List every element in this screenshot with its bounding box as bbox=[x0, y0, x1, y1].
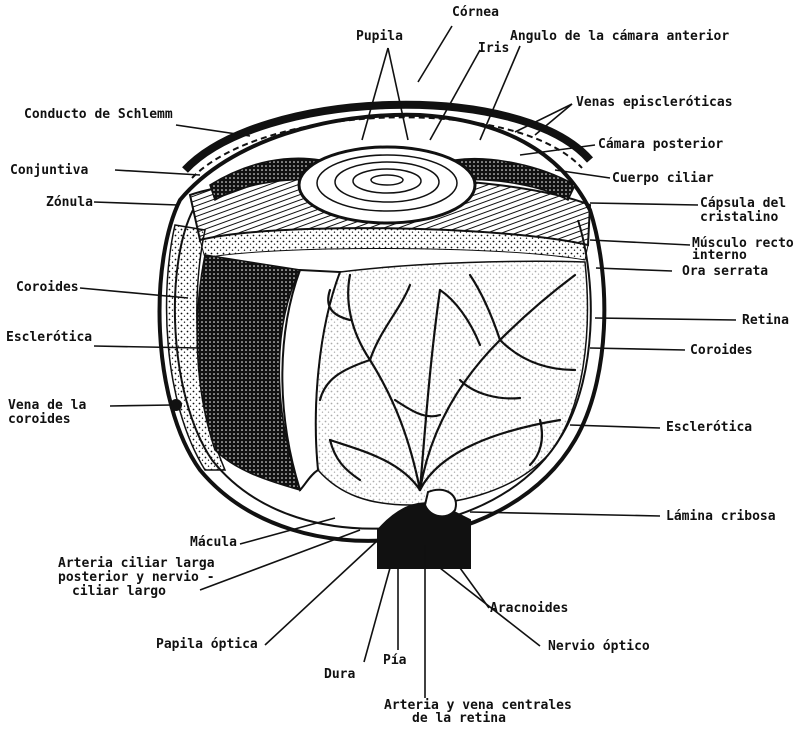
label-pupila: Pupila bbox=[356, 30, 403, 43]
label-arteria-ciliar-line2: posterior y nervio - bbox=[58, 572, 215, 584]
label-esclerotica-right: Esclerótica bbox=[666, 421, 752, 434]
label-iris: Iris bbox=[478, 42, 509, 55]
label-angulo-camara-anterior: Angulo de la cámara anterior bbox=[510, 30, 729, 43]
label-esclerotica-left: Esclerótica bbox=[6, 331, 92, 344]
label-arteria-central-line2: de la retina bbox=[412, 713, 506, 725]
label-vena-coroides-line1: Vena de la bbox=[8, 400, 86, 412]
optic-disc bbox=[425, 490, 456, 517]
label-conducto-schlemm: Conducto de Schlemm bbox=[24, 108, 173, 121]
label-aracnoides: Aracnoides bbox=[490, 602, 568, 615]
label-coroides-left: Coroides bbox=[16, 281, 79, 294]
label-zonula: Zónula bbox=[46, 196, 93, 209]
label-nervio-optico: Nervio óptico bbox=[548, 640, 650, 653]
label-macula: Mácula bbox=[190, 536, 237, 549]
label-cuerpo-ciliar: Cuerpo ciliar bbox=[612, 172, 714, 185]
label-camara-posterior: Cámara posterior bbox=[598, 138, 723, 151]
label-coroides-right: Coroides bbox=[690, 344, 753, 357]
label-dura: Dura bbox=[324, 668, 355, 681]
label-conjuntiva: Conjuntiva bbox=[10, 164, 88, 177]
label-musculo-recto-line2: interno bbox=[692, 250, 747, 262]
label-cornea: Córnea bbox=[452, 6, 499, 19]
label-arteria-ciliar-line1: Arteria ciliar larga bbox=[58, 558, 215, 570]
label-capsula-cristalino-line2: cristalino bbox=[700, 212, 778, 224]
label-venas-episcleroticas: Venas episcleróticas bbox=[576, 96, 733, 109]
label-arteria-ciliar-line3: ciliar largo bbox=[72, 586, 166, 598]
label-lamina-cribosa: Lámina cribosa bbox=[666, 510, 776, 523]
label-pia: Pía bbox=[383, 654, 406, 667]
label-retina: Retina bbox=[742, 314, 789, 327]
label-capsula-cristalino-line1: Cápsula del bbox=[700, 198, 786, 210]
label-vena-coroides-line2: coroides bbox=[8, 414, 71, 426]
label-papila-optica: Papila óptica bbox=[156, 638, 258, 651]
label-ora-serrata: Ora serrata bbox=[682, 265, 768, 278]
